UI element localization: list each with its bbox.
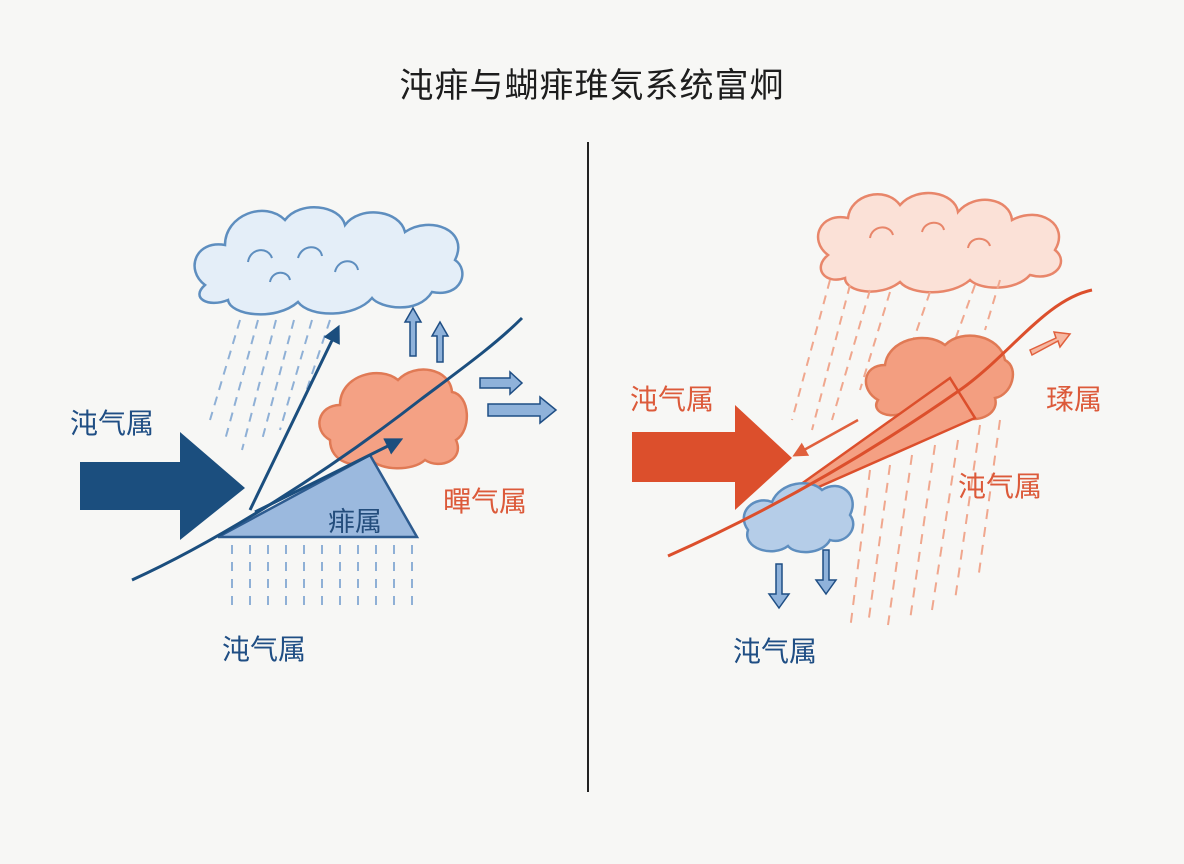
label-upper-right: 瑈属: [1046, 383, 1103, 416]
descending-air-arrow: [792, 418, 859, 457]
small-down-arrows: [767, 549, 838, 610]
rain-streaks-lower-right: [849, 419, 1001, 631]
small-up-arrows: [403, 306, 450, 363]
warm-rising-arrow: [254, 438, 404, 514]
label-cold-air-bottom-right: 沌气属: [733, 635, 818, 668]
label-mid-right: 沌气属: [958, 470, 1043, 503]
label-cold-air-incoming-left: 沌气属: [70, 407, 155, 440]
diagram-title: 沌痱与蝴痱琟気系统富炯: [399, 66, 785, 106]
rain-streaks-lower-left: [231, 545, 413, 612]
label-warm-air-incoming-right: 沌气属: [630, 383, 715, 416]
label-cold-air-bottom-left: 沌气属: [222, 633, 307, 666]
label-cold-wedge: 痱属: [328, 507, 382, 538]
small-upright-arrow: [1029, 331, 1072, 357]
cold-air-arrow-left: [80, 432, 245, 540]
left-panel: [80, 206, 558, 612]
front-line-left: [131, 316, 524, 582]
rising-air-arrow: [248, 324, 340, 511]
front-line-right: [667, 288, 1093, 558]
warm-air-arrow-right: [632, 405, 792, 510]
small-right-arrows: [479, 370, 558, 425]
rain-cloud-blue: [193, 206, 464, 316]
cold-cloud-right: [742, 482, 855, 554]
rain-cloud-red: [816, 191, 1063, 294]
cold-air-wedge: [217, 453, 420, 539]
label-warm-air-left: 暺气属: [443, 485, 528, 518]
warm-air-wedge: [761, 376, 977, 514]
right-panel: [632, 191, 1093, 631]
rain-streaks-upper-left: [209, 319, 331, 451]
